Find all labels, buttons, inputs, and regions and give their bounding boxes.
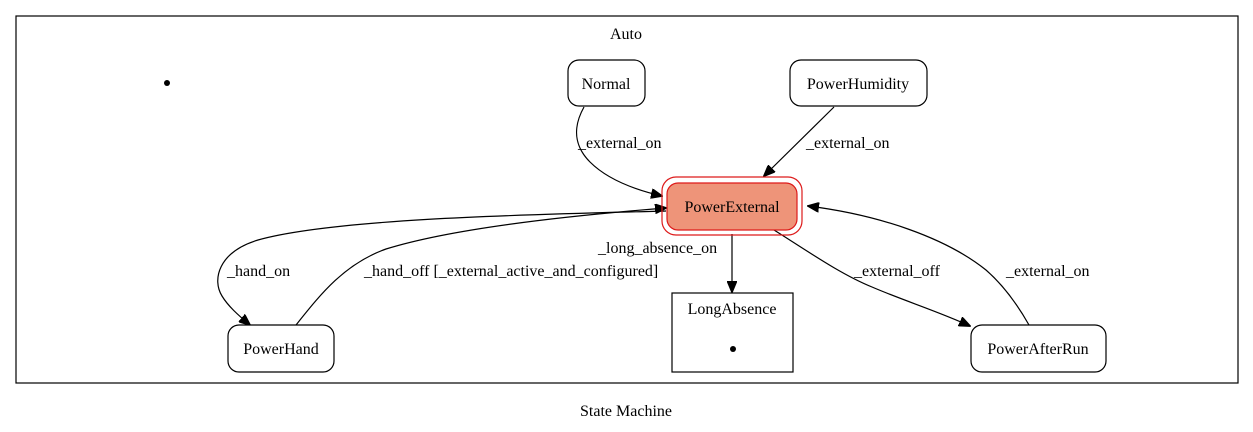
state-power-hand[interactable]: PowerHand (227, 324, 335, 373)
edge-label-after-run-to-external: _external_on (1005, 263, 1090, 280)
edge-label-normal-to-external: _external_on (577, 135, 662, 152)
state-power-after-run-box (970, 324, 1107, 373)
edge-label-hand-to-external: _hand_off [_external_active_and_configur… (363, 263, 658, 280)
cluster-auto-label: Auto (610, 26, 642, 43)
edge-power-after-run-to-power-external (808, 206, 1030, 326)
state-power-external-label: PowerExternal (684, 199, 780, 216)
state-power-humidity[interactable]: PowerHumidity (789, 59, 928, 107)
edge-label-humidity-to-external: _external_on (805, 135, 890, 152)
state-power-external-outer-ring (661, 176, 803, 236)
cluster-auto-border (15, 15, 1239, 384)
state-normal-box (567, 59, 646, 107)
long-absence-initial-dot (730, 346, 736, 352)
state-normal-label: Normal (582, 76, 631, 93)
edge-power-external-to-power-after-run (773, 229, 970, 326)
cluster-long-absence: LongAbsence (671, 292, 794, 373)
state-power-after-run-label: PowerAfterRun (987, 341, 1088, 358)
edge-label-external-to-hand: _hand_on (226, 263, 290, 280)
state-power-humidity-label: PowerHumidity (807, 76, 909, 93)
edge-power-external-to-power-hand (217, 210, 667, 325)
edge-power-humidity-to-power-external (764, 106, 835, 176)
edge-label-external-to-long-absence: _long_absence_on (597, 240, 717, 257)
state-power-external[interactable]: PowerExternal (661, 176, 803, 236)
long-absence-label: LongAbsence (688, 301, 777, 318)
edge-normal-to-power-external (576, 106, 662, 196)
state-power-after-run[interactable]: PowerAfterRun (970, 324, 1107, 373)
edge-power-hand-to-power-external (295, 208, 666, 326)
cluster-auto: Auto (15, 15, 1239, 384)
auto-initial-dot (164, 80, 170, 86)
state-power-external-box (666, 182, 798, 231)
state-normal[interactable]: Normal (567, 59, 646, 107)
state-power-humidity-box (789, 59, 928, 107)
diagram-caption: State Machine (580, 403, 672, 420)
edge-label-external-to-after-run: _external_off (853, 263, 941, 280)
state-power-hand-label: PowerHand (243, 341, 319, 358)
state-power-hand-box (227, 324, 335, 373)
long-absence-border (671, 292, 794, 373)
